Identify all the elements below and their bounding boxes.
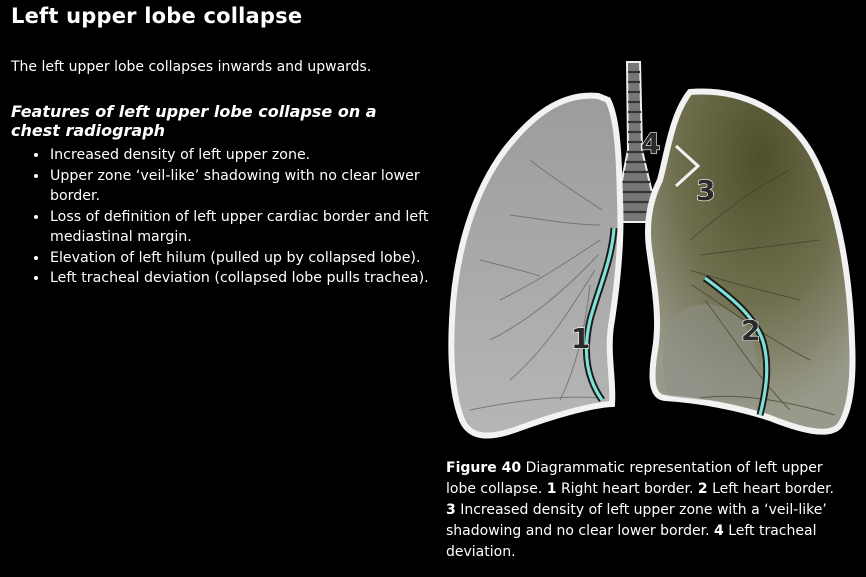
label-3: 3 xyxy=(696,174,715,207)
list-item: Increased density of left upper zone. xyxy=(49,145,454,166)
legend-number: 4 xyxy=(713,523,724,539)
legend-number: 2 xyxy=(697,481,708,497)
figure-caption: Figure 40 Diagrammatic representation of… xyxy=(446,458,854,563)
label-3-pointer xyxy=(674,144,701,188)
page-title: Left upper lobe collapse xyxy=(11,4,303,28)
legend-number: 1 xyxy=(546,481,557,497)
list-item: Upper zone ‘veil-like’ shadowing with no… xyxy=(49,166,454,207)
legend-text: Left heart border. xyxy=(712,481,834,497)
features-list: Increased density of left upper zone. Up… xyxy=(11,145,454,289)
legend-text: Increased density of left upper zone wit… xyxy=(446,502,827,539)
list-item: Loss of definition of left upper cardiac… xyxy=(49,207,454,248)
label-1: 1 xyxy=(571,322,590,355)
right-lung-markings xyxy=(469,159,606,411)
list-item: Elevation of left hilum (pulled up by co… xyxy=(49,248,454,269)
caption-text: Diagrammatic representation of left uppe… xyxy=(446,460,823,497)
left-heart-shadow xyxy=(662,304,759,401)
trachea xyxy=(616,61,657,223)
lung-diagram: 1 2 3 4 xyxy=(448,61,856,439)
legend-number: 3 xyxy=(446,502,456,518)
intro-text: The left upper lobe collapses inwards an… xyxy=(11,59,372,75)
legend-text: Right heart border. xyxy=(560,481,694,497)
figure-number: Figure 40 xyxy=(446,460,522,476)
features-heading: Features of left upper lobe collapse on … xyxy=(11,102,377,140)
label-4: 4 xyxy=(641,127,660,160)
list-item: Left tracheal deviation (collapsed lobe … xyxy=(49,268,454,289)
label-2: 2 xyxy=(741,314,760,347)
legend-text: Left tracheal deviation. xyxy=(446,523,817,560)
